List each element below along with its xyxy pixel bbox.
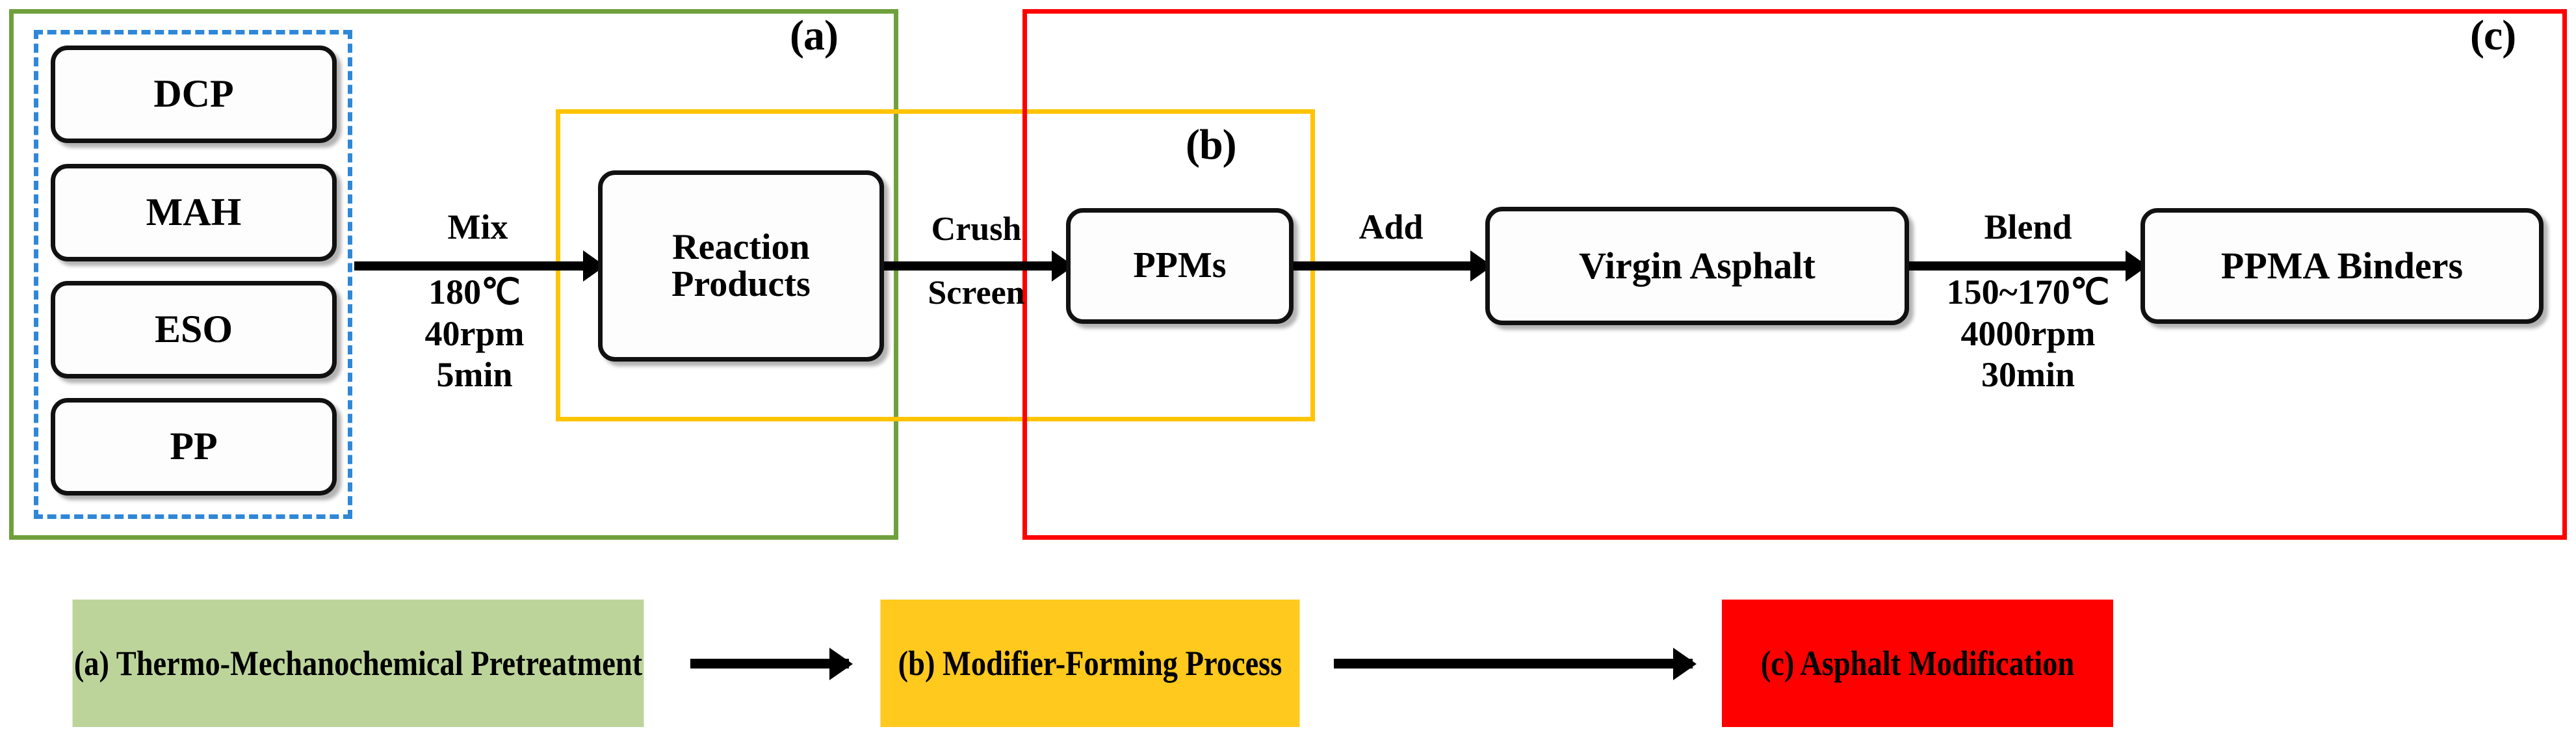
node-eso-label: ESO (154, 308, 233, 351)
arrow-blend (1907, 261, 2144, 271)
legend-item-a-label: (a) Thermo-Mechanochemical Pretreatment (73, 643, 643, 683)
node-mah[interactable]: MAH (51, 164, 337, 261)
caption-add-action: Add (1359, 207, 1424, 246)
node-ppma-binders-label: PPMA Binders (2220, 245, 2464, 287)
region-label-a: (a) (790, 12, 839, 59)
reagent-group-outline (34, 30, 352, 519)
node-dcp[interactable]: DCP (51, 46, 337, 143)
node-ppms[interactable]: PPMs (1066, 208, 1294, 324)
node-ppms-label: PPMs (1133, 245, 1227, 286)
legend-arrow-a-to-b (690, 659, 849, 669)
caption-crush-action: Crush (931, 211, 1022, 248)
region-label-c: (c) (2470, 12, 2516, 59)
legend-item-b[interactable]: (b) Modifier-Forming Process (880, 600, 1300, 727)
legend-item-c[interactable]: (c) Asphalt Modification (1722, 600, 2113, 727)
node-pp[interactable]: PP (51, 398, 337, 496)
region-outline-c (1022, 9, 2567, 540)
node-reaction-products-line1: Reaction (672, 226, 810, 267)
caption-screen-action: Screen (928, 274, 1025, 311)
region-outline-a (9, 9, 898, 540)
caption-blend-conditions: 150~170℃ 4000rpm 30min (1946, 272, 2110, 395)
node-virgin-asphalt[interactable]: Virgin Asphalt (1485, 207, 1909, 325)
arrow-mix (354, 261, 601, 271)
caption-mix-action: Mix (447, 207, 508, 246)
legend-arrow-b-to-c (1334, 659, 1693, 669)
legend-item-c-label: (c) Asphalt Modification (1760, 643, 2075, 683)
node-dcp-label: DCP (153, 72, 234, 116)
node-eso[interactable]: ESO (51, 281, 337, 378)
legend-item-a[interactable]: (a) Thermo-Mechanochemical Pretreatment (72, 600, 644, 727)
node-pp-label: PP (170, 425, 218, 468)
node-ppma-binders[interactable]: PPMA Binders (2140, 208, 2543, 324)
arrow-add (1294, 261, 1489, 271)
node-reaction-products-line2: Products (671, 264, 811, 304)
node-reaction-products[interactable]: Reaction Products (598, 170, 884, 362)
caption-mix-conditions: 180℃ 40rpm 5min (424, 272, 525, 395)
caption-blend-action: Blend (1984, 207, 2072, 246)
legend-item-b-label: (b) Modifier-Forming Process (898, 643, 1282, 683)
region-label-b: (b) (1186, 121, 1237, 168)
arrow-crush-screen (883, 261, 1070, 271)
node-virgin-asphalt-label: Virgin Asphalt (1579, 245, 1815, 287)
node-mah-label: MAH (146, 191, 242, 234)
